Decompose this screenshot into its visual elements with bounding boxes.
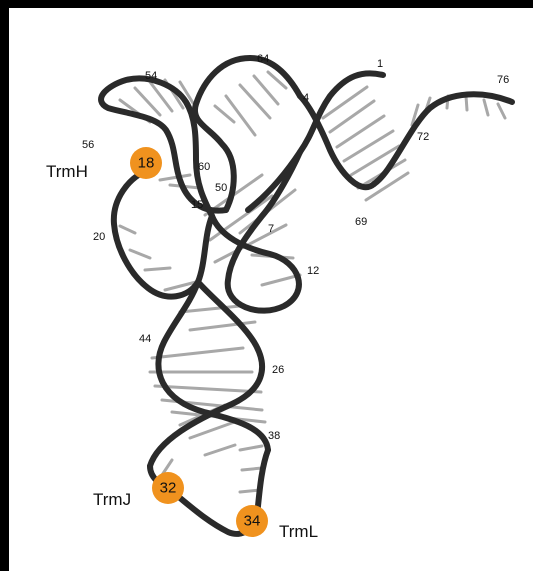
site-32-number: 32 bbox=[160, 480, 177, 497]
residue-1-label: 1 bbox=[377, 58, 383, 70]
residue-26-label: 26 bbox=[272, 364, 284, 376]
residue-12-label: 12 bbox=[307, 265, 319, 277]
residue-69-label: 69 bbox=[355, 216, 367, 228]
modification-site-32: 32 TrmJ bbox=[93, 472, 184, 509]
residue-64-label: 64 bbox=[257, 53, 269, 65]
residue-7-label: 7 bbox=[268, 223, 274, 235]
residue-38-label: 38 bbox=[268, 430, 280, 442]
residue-50-label: 50 bbox=[215, 182, 227, 194]
residue-60-label: 60 bbox=[198, 161, 210, 173]
residue-72-label: 72 bbox=[417, 131, 429, 143]
site-34-number: 34 bbox=[244, 513, 261, 530]
residue-numbers: 1 4 7 12 15 20 26 38 44 50 54 56 60 64 6… bbox=[82, 53, 509, 442]
enzyme-trml-label: TrmL bbox=[279, 522, 318, 541]
residue-76-label: 76 bbox=[497, 74, 509, 86]
modification-site-18: 18 TrmH bbox=[46, 147, 162, 181]
residue-20-label: 20 bbox=[93, 231, 105, 243]
residue-54-label: 54 bbox=[145, 70, 157, 82]
modification-site-34: 34 TrmL bbox=[236, 505, 318, 541]
site-18-number: 18 bbox=[138, 155, 155, 172]
enzyme-trmj-label: TrmJ bbox=[93, 490, 131, 509]
residue-44-label: 44 bbox=[139, 333, 151, 345]
frame-left-border bbox=[0, 0, 9, 571]
frame-top-border bbox=[0, 0, 533, 8]
backbone bbox=[101, 58, 512, 534]
enzyme-trmh-label: TrmH bbox=[46, 162, 88, 181]
residue-56-label: 56 bbox=[82, 139, 94, 151]
residue-4-label: 4 bbox=[303, 92, 309, 104]
residue-15-label: 15 bbox=[191, 199, 203, 211]
